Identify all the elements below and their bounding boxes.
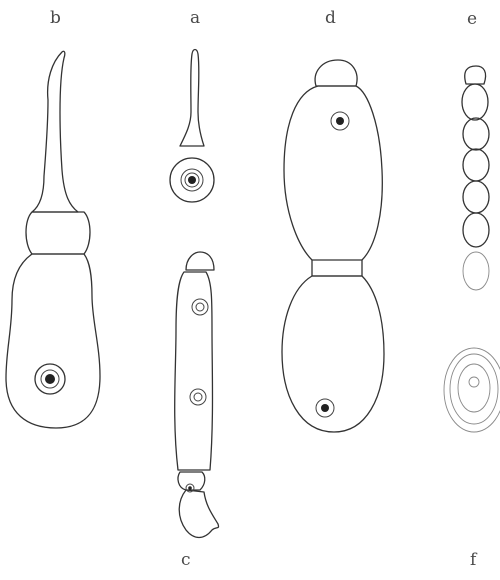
- figure-label-e: e: [467, 11, 477, 28]
- figure-label-d: d: [325, 10, 336, 27]
- figure-label-a: a: [190, 10, 200, 27]
- figure-e-cell-chain: [462, 66, 489, 290]
- figure-b-cell: [6, 51, 100, 428]
- figure-f-cell: [444, 348, 500, 432]
- figure-c-cell: [175, 252, 219, 538]
- figure-label-c: c: [181, 552, 191, 569]
- figure-label-f: f: [470, 552, 476, 569]
- figure-label-b: b: [50, 10, 61, 27]
- figure-d-cell: [282, 60, 384, 432]
- figure-a-cell: [170, 50, 214, 203]
